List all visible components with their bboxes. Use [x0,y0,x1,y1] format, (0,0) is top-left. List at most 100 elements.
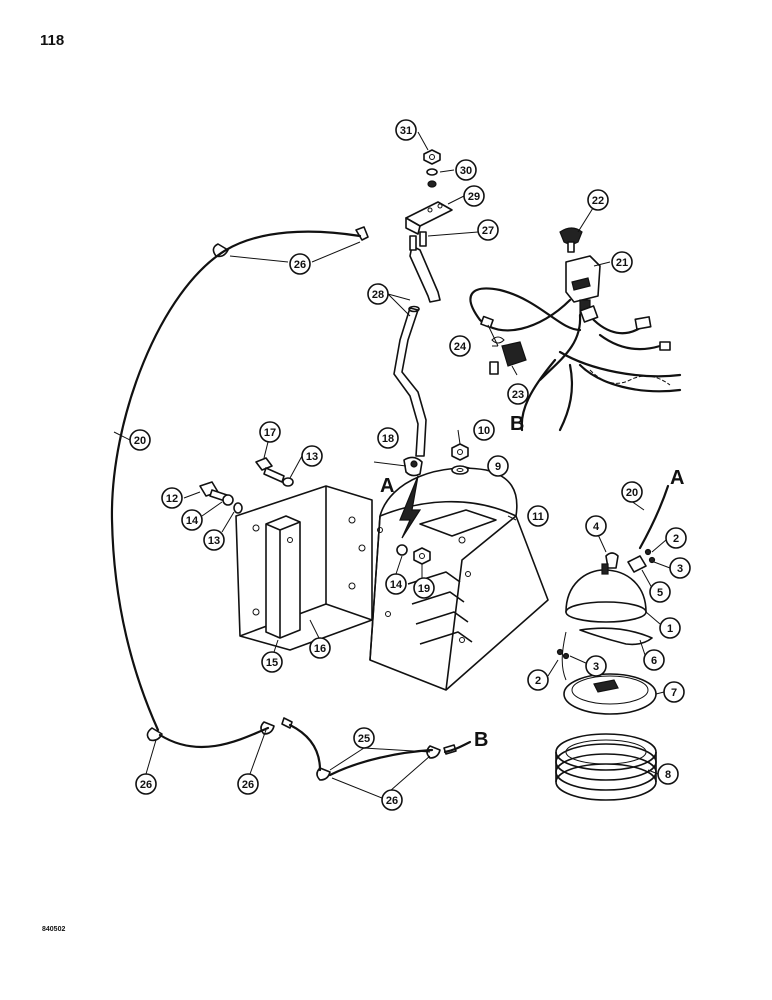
nut-31 [423,149,441,165]
svg-text:10: 10 [478,425,490,437]
svg-text:3: 3 [677,563,683,575]
svg-text:29: 29 [468,191,480,203]
marker-b-harness: B [510,413,524,435]
callout-5: 5 [649,581,671,603]
lens-7 [563,673,657,715]
callout-19: 19 [413,577,435,599]
svg-text:21: 21 [616,257,628,269]
svg-text:25: 25 [358,733,370,745]
wire-20-right [638,484,670,550]
svg-text:20: 20 [134,435,146,447]
svg-text:26: 26 [386,795,398,807]
terminal-5 [627,555,647,573]
callout-2: 2 [665,527,687,549]
callout-1: 1 [659,617,681,639]
callout-22: 22 [587,189,609,211]
marker-a-lamp: A [670,467,684,489]
svg-text:12: 12 [166,493,178,505]
bracket-29 [405,201,453,235]
svg-text:7: 7 [671,687,677,699]
callout-18: 18 [377,427,399,449]
callout-26: 26 [237,773,259,795]
callout-12: 12 [161,487,183,509]
retaining-ring-8 [555,733,657,801]
callout-3: 3 [585,655,607,677]
knob-22 [559,227,583,253]
lockwasher-30 [426,168,438,188]
svg-text:17: 17 [264,427,276,439]
svg-text:2: 2 [673,533,679,545]
svg-text:15: 15 [266,657,278,669]
callout-2: 2 [527,669,549,691]
callout-26: 26 [135,773,157,795]
callout-21: 21 [611,251,633,273]
svg-text:18: 18 [382,433,394,445]
svg-text:30: 30 [460,165,472,177]
insulator-2-3-lower [556,631,570,681]
terminals-24 [480,315,505,344]
callout-8: 8 [657,763,679,785]
svg-text:22: 22 [592,195,604,207]
fitting-27 [409,231,427,251]
washer-14-left [222,494,234,506]
spacer-15 [265,515,301,639]
svg-text:24: 24 [454,341,467,353]
svg-text:13: 13 [208,535,220,547]
callout-17: 17 [259,421,281,443]
svg-text:1: 1 [667,623,673,635]
svg-text:27: 27 [482,225,494,237]
svg-text:26: 26 [242,779,254,791]
callout-23: 23 [507,383,529,405]
callout-9: 9 [487,455,509,477]
bolt-17 [255,457,285,483]
callout-29: 29 [463,185,485,207]
svg-text:2: 2 [535,675,541,687]
washer-13-upper [282,477,294,487]
svg-text:3: 3 [593,661,599,673]
wire-harness-20 [110,230,472,777]
switch-21 [565,255,601,315]
svg-text:31: 31 [400,125,412,137]
svg-text:4: 4 [593,521,600,533]
terminal-clips [146,226,457,781]
conduit-tube-28 [393,245,441,457]
callout-7: 7 [663,681,685,703]
nut-10 [451,443,469,461]
svg-text:26: 26 [294,259,306,271]
svg-text:16: 16 [314,643,326,655]
washer-14-right [396,544,408,556]
svg-text:5: 5 [657,587,663,599]
drawing-code: 840502 [42,926,66,933]
callout-31: 31 [395,119,417,141]
insulator-2-3-upper [644,548,656,564]
gasket-6 [579,627,653,646]
callout-3: 3 [669,557,691,579]
mounting-bracket-16 [235,485,373,651]
callout-14: 14 [385,573,407,595]
connector-23 [489,341,527,375]
svg-text:14: 14 [186,515,199,527]
callout-25: 25 [353,727,375,749]
svg-text:19: 19 [418,583,430,595]
svg-text:26: 26 [140,779,152,791]
lamp-body-1 [565,563,647,623]
arrow-marker-a [399,475,422,539]
svg-text:8: 8 [665,769,671,781]
callout-20: 20 [621,481,643,503]
callout-13: 13 [301,445,323,467]
svg-text:20: 20 [626,487,638,499]
svg-text:6: 6 [651,655,657,667]
switch-wiring [469,287,682,432]
callout-10: 10 [473,419,495,441]
svg-text:11: 11 [532,511,544,523]
svg-text:14: 14 [390,579,403,591]
svg-text:13: 13 [306,451,318,463]
clip-18 [403,456,423,477]
svg-text:28: 28 [372,289,384,301]
callout-26: 26 [289,253,311,275]
callout-11: 11 [527,505,549,527]
marker-a-housing: A [380,475,394,497]
marker-b-wire: B [474,729,488,751]
callout-13: 13 [203,529,225,551]
